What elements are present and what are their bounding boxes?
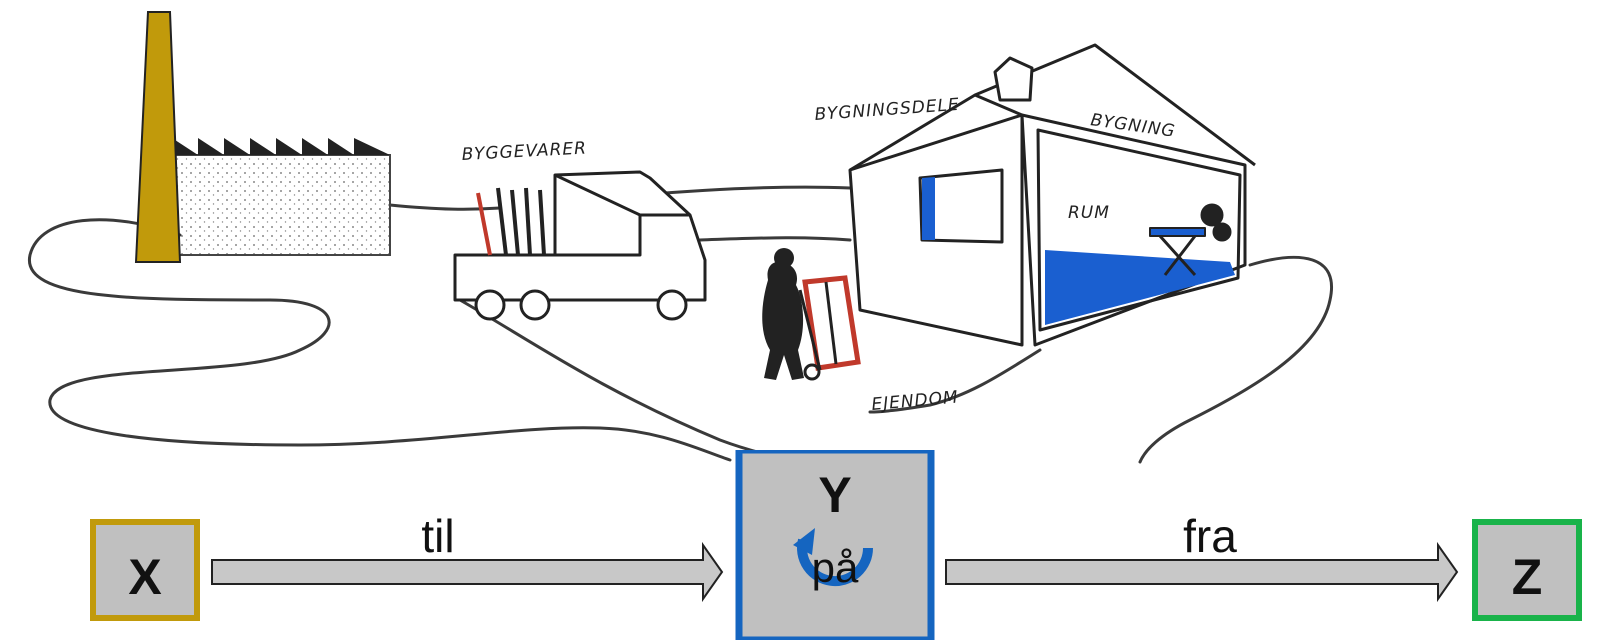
truck-cargo-red-board — [478, 193, 490, 255]
node-z-letter: Z — [1512, 549, 1543, 605]
ironing-table — [1150, 228, 1205, 236]
truck-wheel — [521, 291, 549, 319]
worker-with-hand-truck — [762, 248, 858, 380]
house-front-wall — [850, 115, 1022, 345]
truck-wheel — [476, 291, 504, 319]
house-chimney — [995, 58, 1032, 100]
node-x-letter: X — [128, 549, 161, 605]
factory — [136, 12, 390, 262]
truck — [455, 172, 705, 319]
label-building-parts: BYGNINGSDELE — [814, 95, 960, 125]
edge-label-fra: fra — [1183, 510, 1237, 562]
node-x: X — [93, 522, 197, 618]
arrow-x-to-y-shape — [212, 545, 722, 599]
node-z: Z — [1475, 522, 1579, 618]
house-window-blue — [922, 177, 935, 240]
node-y-letter: Y — [818, 467, 851, 523]
factory-body — [172, 155, 390, 255]
label-building-materials: BYGGEVARER — [461, 138, 587, 165]
factory-chimney — [136, 12, 180, 262]
flow-diagram: X til Y på fra Z — [0, 450, 1612, 640]
node-y: Y på — [739, 450, 931, 640]
truck-wheel — [658, 291, 686, 319]
label-property: EJENDOM — [871, 387, 960, 415]
factory-sawtooth-roof — [172, 138, 390, 155]
edge-label-til: til — [421, 510, 454, 562]
arrow-x-to-y: til — [212, 510, 722, 599]
house — [850, 45, 1255, 345]
supply-chain-sketch: BYGGEVARER BYGNINGSDELE BYGNING RUM EJEN… — [0, 0, 1612, 470]
arrow-y-to-z: fra — [946, 510, 1457, 599]
node-y-sub-label: på — [812, 544, 859, 591]
label-room: RUM — [1068, 203, 1110, 223]
